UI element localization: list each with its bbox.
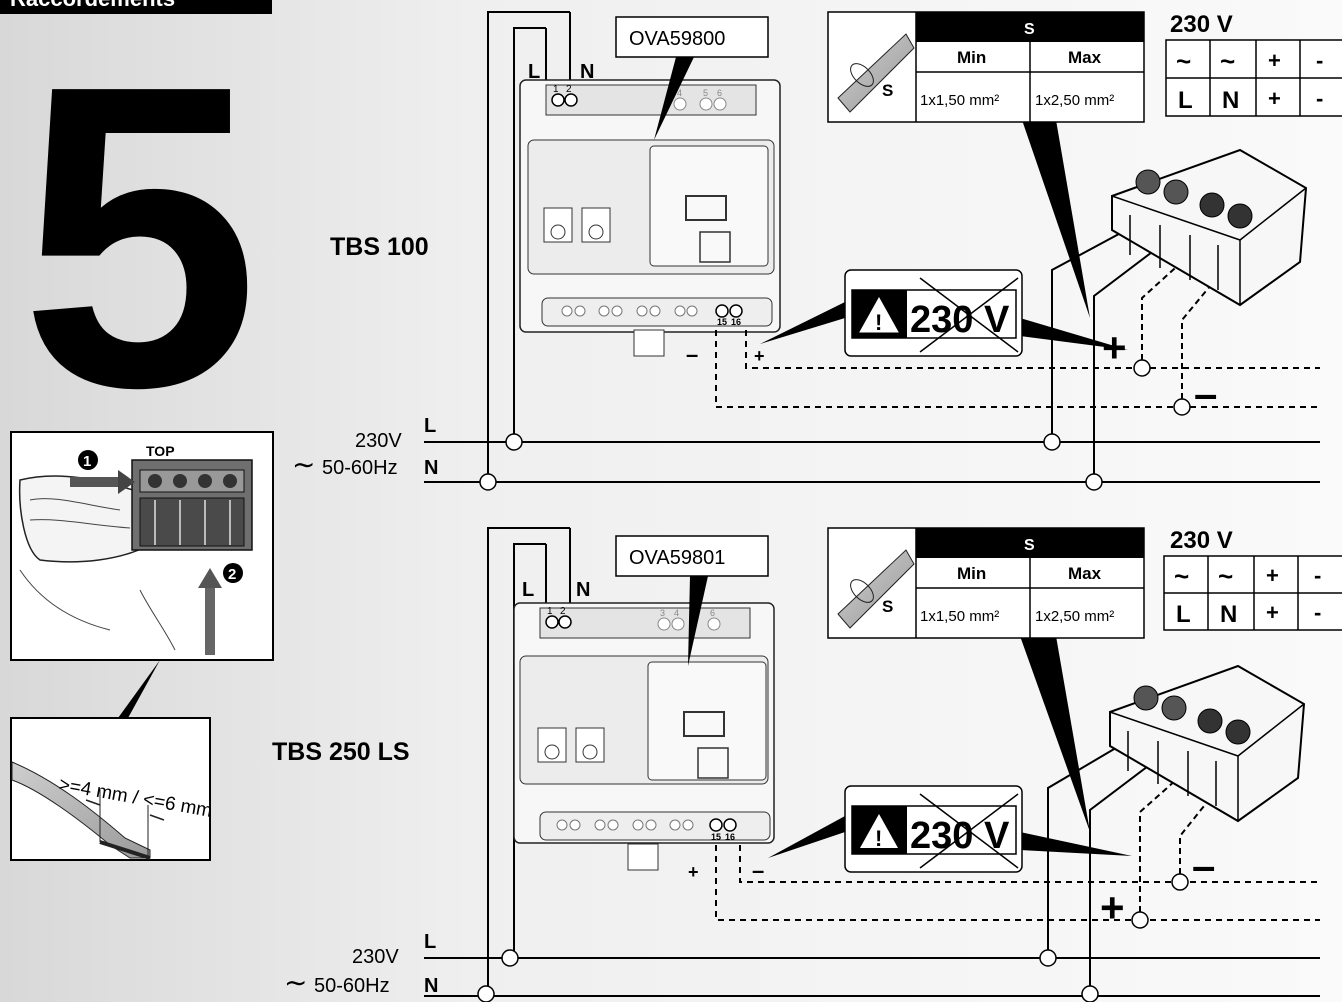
val-min: 1x1,50 mm² [920, 608, 999, 625]
supply-freq: 50-60Hz [322, 457, 398, 479]
label-minus: - [1316, 86, 1323, 111]
symbol-2: ~ [1220, 46, 1235, 76]
bus-minus: – [686, 342, 698, 367]
terminal-1: 1 [553, 84, 559, 95]
callout-pointer [118, 660, 160, 718]
neutral-label: N [576, 579, 590, 601]
val-max: 1x2,50 mm² [1035, 92, 1114, 109]
symbol-4: - [1314, 563, 1321, 588]
supply-voltage: 230V [352, 946, 399, 968]
junction-n [479, 473, 497, 491]
supply-voltage: 230V [355, 430, 402, 452]
top-label: TOP [146, 443, 175, 459]
bus-minus: – [752, 858, 764, 883]
terminal-3: 3 [660, 608, 665, 618]
ac-wave-icon: ∼ [284, 967, 307, 998]
device-ref: OVA59800 [629, 28, 725, 50]
label-plus: + [1266, 600, 1279, 625]
terminal-6: 6 [717, 88, 722, 98]
model-label: TBS 100 [330, 233, 429, 261]
col-max: Max [1068, 48, 1102, 67]
terminal-voltage: 230 V [1170, 11, 1233, 38]
table-header: S [1024, 537, 1035, 554]
wire-minus: – [1192, 842, 1215, 889]
supply-n: N [424, 975, 438, 997]
device-tbs250ls: 1 2 3 4 6 15 16 L N OVA59801 TBS 250 LS … [272, 527, 1320, 1002]
terminal-4: 4 [674, 608, 679, 618]
terminal-15: 15 [711, 832, 721, 842]
col-min: Min [957, 48, 986, 67]
device-ref: OVA59801 [629, 547, 725, 569]
cable-section-table-2: S Min Max 1x1,50 mm² 1x2,50 mm² S [827, 527, 1145, 639]
terminal-voltage: 230 V [1170, 527, 1233, 554]
supply-l: L [424, 931, 436, 953]
junction-l [505, 433, 523, 451]
bus-plus: + [688, 862, 699, 882]
terminal-5: 5 [703, 88, 708, 98]
supply-freq: 50-60Hz [314, 975, 390, 997]
warning-triangle-icon: ! [875, 826, 882, 851]
wire-plus: + [1100, 884, 1125, 931]
step-number: 5 [20, 0, 259, 477]
terminal-table-2: 230 V ~ ~ + - L N + - [1163, 527, 1342, 631]
warning-triangle-icon: ! [875, 310, 882, 335]
section-symbol: S [882, 81, 893, 100]
warning-box-2: ! 230 V [844, 785, 1023, 873]
terminal-16: 16 [731, 317, 741, 327]
symbol-3: + [1268, 48, 1281, 73]
terminal-4: 4 [677, 88, 682, 98]
terminal-6: 6 [710, 608, 715, 618]
terminal-1: 1 [547, 606, 553, 617]
device-tbs100: 1 2 4 5 6 15 16 L N OVA59800 TBS 100 – +… [292, 11, 1320, 491]
label-l: L [1178, 87, 1193, 114]
col-min: Min [957, 564, 986, 583]
label-n: N [1222, 87, 1239, 114]
neutral-label: N [580, 61, 594, 83]
step2-marker: 2 [228, 566, 236, 583]
supply-l: L [424, 415, 436, 437]
table-header: S [1024, 21, 1035, 38]
wire-minus: – [1194, 370, 1217, 417]
symbol-3: + [1266, 563, 1279, 588]
label-l: L [1176, 601, 1191, 628]
symbol-4: - [1316, 48, 1323, 73]
ref-box [615, 16, 769, 58]
section-title-banner [0, 0, 272, 14]
step1-marker: 1 [83, 453, 91, 470]
ac-wave-icon: ∼ [292, 449, 315, 480]
val-min: 1x1,50 mm² [920, 92, 999, 109]
step2-marker-badge [223, 563, 243, 583]
col-max: Max [1068, 564, 1102, 583]
step1-marker-badge [78, 450, 98, 470]
model-label: TBS 250 LS [272, 738, 410, 766]
val-max: 1x2,50 mm² [1035, 608, 1114, 625]
junction-n [477, 985, 495, 1002]
terminal-16: 16 [725, 832, 735, 842]
line-label: L [522, 579, 534, 601]
junction-l [501, 949, 519, 967]
terminal-2: 2 [560, 606, 566, 617]
warning-box-1: ! 230 V [844, 269, 1023, 357]
label-n: N [1220, 601, 1237, 628]
symbol-2: ~ [1218, 561, 1233, 591]
terminal-insert-illustration: 1 2 TOP [10, 431, 274, 661]
symbol-1: ~ [1174, 561, 1189, 591]
cable-section-table-1: S Min Max 1x1,50 mm² 1x2,50 mm² S [827, 11, 1145, 123]
symbol-1: ~ [1176, 46, 1191, 76]
strip-length-illustration: >=4 mm / <=6 mm [10, 717, 214, 861]
bus-plus: + [754, 346, 765, 366]
ref-box [615, 535, 769, 577]
section-symbol: S [882, 597, 893, 616]
terminal-15: 15 [717, 317, 727, 327]
terminal-table-1: 230 V ~ ~ + - L N + - [1165, 11, 1342, 117]
section-title: Raccordements [10, 0, 175, 11]
terminal-2: 2 [566, 84, 572, 95]
label-plus: + [1268, 86, 1281, 111]
label-minus: - [1314, 600, 1321, 625]
line-label: L [528, 61, 540, 83]
supply-n: N [424, 457, 438, 479]
